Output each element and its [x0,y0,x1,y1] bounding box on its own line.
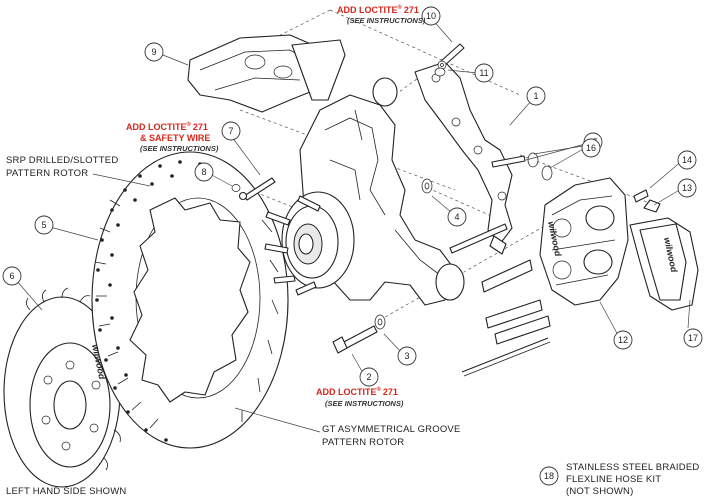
fasteners [231,43,661,354]
rotor-hat: wilwood [3,287,127,488]
callout-10: 10 [421,6,441,26]
svg-text:ADD LOCTITE®271: ADD LOCTITE®271 [337,4,419,15]
svg-text:6: 6 [9,271,14,281]
callout-12: 12 [613,330,633,350]
left-hand-side-label: LEFT HAND SIDE SHOWN [6,486,126,497]
svg-text:4: 4 [454,212,459,222]
pad-shims [461,259,551,377]
callout-18: 18 [539,466,559,486]
svg-text:11: 11 [479,68,488,78]
svg-text:FLEXLINE HOSE KIT: FLEXLINE HOSE KIT [566,474,661,485]
hose-kit-label: STAINLESS STEEL BRAIDED FLEXLINE HOSE KI… [566,462,699,497]
svg-text:18: 18 [544,471,554,481]
callout-11: 11 [474,63,494,83]
svg-text:PATTERN ROTOR: PATTERN ROTOR [6,168,88,179]
svg-text:ADD LOCTITE®271: ADD LOCTITE®271 [126,121,208,132]
svg-text:(SEE INSTRUCTIONS): (SEE INSTRUCTIONS) [140,144,219,153]
svg-text:3: 3 [404,351,409,361]
upper-caliper-assembly [187,34,346,113]
callout-3: 3 [397,346,417,366]
svg-text:5: 5 [41,220,46,230]
srp-rotor-label: SRP DRILLED/SLOTTED PATTERN ROTOR [6,155,118,179]
callout-17: 17 [683,328,703,348]
svg-text:7: 7 [228,126,233,136]
caliper: wilwood [539,177,629,306]
callout-4: 4 [447,207,467,227]
svg-text:PATTERN ROTOR: PATTERN ROTOR [322,437,404,448]
svg-text:13: 13 [682,183,692,193]
svg-text:ADD LOCTITE®271: ADD LOCTITE®271 [316,386,398,397]
svg-text:16: 16 [586,143,596,153]
loctite-note-2: ADD LOCTITE®271 (SEE INSTRUCTIONS) [316,386,404,408]
loctite-note-7: ADD LOCTITE®271 & SAFETY WIRE (SEE INSTR… [126,121,219,153]
loctite-note-10: ADD LOCTITE®271 (SEE INSTRUCTIONS) [337,4,426,25]
callout-1: 1 [526,86,546,106]
svg-text:10: 10 [426,11,436,21]
callout-7: 7 [221,121,241,141]
svg-text:14: 14 [682,155,692,165]
svg-text:(NOT SHOWN): (NOT SHOWN) [566,486,633,497]
callout-2: 2 [359,367,379,387]
svg-text:& SAFETY WIRE: & SAFETY WIRE [140,133,210,143]
callout-16: 16 [581,138,601,158]
drilled-slotted-rotor [91,151,289,449]
svg-text:8: 8 [201,167,206,177]
caliper-bracket [414,61,513,255]
svg-text:12: 12 [618,335,628,345]
callout-9: 9 [144,42,164,62]
hub-and-knuckle [264,77,465,306]
svg-text:17: 17 [688,333,698,343]
callout-8: 8 [194,162,214,182]
svg-text:2: 2 [366,372,371,382]
svg-text:STAINLESS STEEL BRAIDED: STAINLESS STEEL BRAIDED [566,462,699,473]
brake-pads: wilwood [629,217,699,311]
callouts: 1 2 3 4 5 6 7 8 9 10 11 12 13 14 15 16 1… [2,6,703,486]
svg-text:(SEE INSTRUCTIONS): (SEE INSTRUCTIONS) [325,399,404,408]
svg-text:GT ASYMMETRICAL GROOVE: GT ASYMMETRICAL GROOVE [322,424,460,435]
gt-rotor-label: GT ASYMMETRICAL GROOVE PATTERN ROTOR [322,424,460,448]
svg-text:1: 1 [533,91,538,101]
callout-6: 6 [2,266,22,286]
callout-14: 14 [677,150,697,170]
svg-text:9: 9 [151,47,156,57]
callout-13: 13 [677,178,697,198]
callout-5: 5 [34,215,54,235]
svg-text:(SEE INSTRUCTIONS): (SEE INSTRUCTIONS) [347,16,426,25]
svg-text:SRP DRILLED/SLOTTED: SRP DRILLED/SLOTTED [6,155,118,166]
